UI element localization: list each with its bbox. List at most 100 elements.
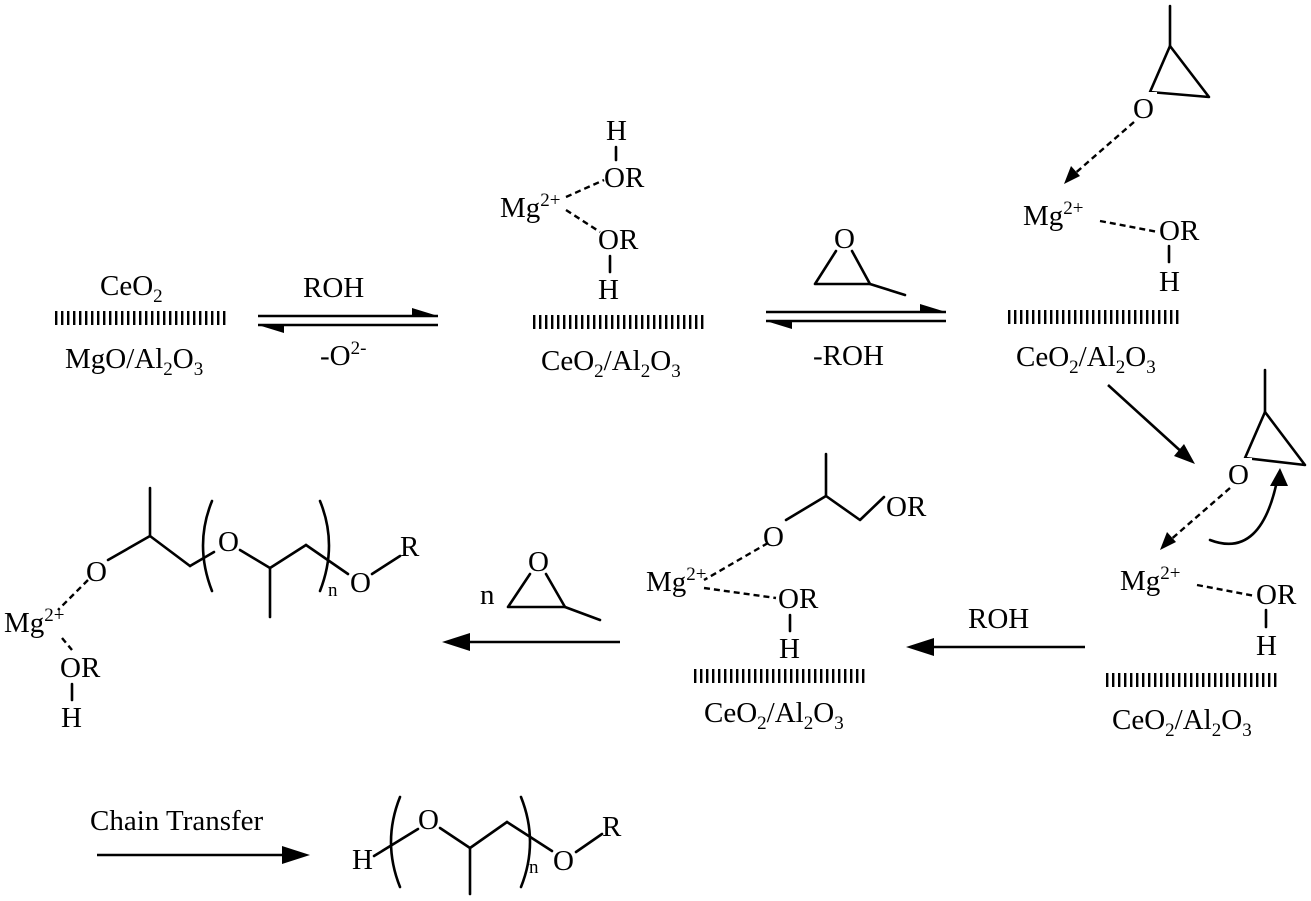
- propylene-oxide: O: [1226, 368, 1307, 491]
- bracket-left: [389, 795, 402, 889]
- epoxide-oxygen: O: [1133, 93, 1154, 125]
- methyl-bond: [563, 605, 602, 622]
- coordination-bond-1: [565, 178, 605, 199]
- attack-arrow-head: [1064, 166, 1080, 184]
- species-mg-roh-epoxide-approach: O Mg2+ OR H CeO2/Al2O3: [1008, 4, 1211, 378]
- bracket-right: [318, 499, 331, 593]
- propylene-oxide: O: [813, 223, 907, 297]
- label-knockout: [1226, 458, 1252, 486]
- h-atom: H: [1159, 266, 1180, 298]
- epoxide-ring: [506, 572, 567, 609]
- ceo2-label: CeO2: [100, 270, 163, 307]
- or-chain-end: OR: [886, 491, 927, 523]
- coordination-bond: [1099, 219, 1159, 234]
- arrow-head: [442, 633, 470, 651]
- o-r-bond: [370, 554, 402, 576]
- end-oxygen: O: [553, 845, 574, 877]
- dashed-attack-line: [1167, 487, 1231, 543]
- chain-segment-2: [188, 550, 216, 568]
- support-label: CeO2/Al2O3: [1112, 704, 1252, 741]
- reagent-roh: ROH: [303, 272, 364, 304]
- chain-transfer-label: Chain Transfer: [90, 805, 264, 837]
- h-atom: H: [779, 633, 800, 665]
- epoxide-oxygen: O: [834, 223, 855, 255]
- reaction-arrow-3: [1107, 384, 1195, 464]
- epoxide-oxygen: O: [528, 546, 549, 578]
- curved-electron-arrow: [1208, 474, 1280, 546]
- methyl-bond: [868, 282, 907, 297]
- or-group: OR: [1159, 215, 1200, 247]
- chain-segment: [505, 820, 554, 853]
- arrow-head: [1174, 444, 1195, 464]
- curved-arrow-head: [1270, 468, 1288, 486]
- or-group: OR: [778, 583, 819, 615]
- coordination-bond: [1196, 583, 1256, 598]
- r-group: R: [400, 531, 420, 563]
- epoxide-ring: [1148, 44, 1211, 99]
- h-atom: H: [61, 702, 82, 734]
- h-atom-1: H: [606, 115, 627, 147]
- coordination-bond-2: [61, 637, 73, 651]
- or-group-1: OR: [604, 162, 645, 194]
- arrow-head: [906, 638, 934, 656]
- repeat-oxygen: O: [418, 804, 439, 836]
- h-atom: H: [1256, 630, 1277, 662]
- or-group: OR: [1256, 579, 1297, 611]
- support-label: CeO2/Al2O3: [704, 697, 844, 734]
- h-o-bond: [372, 827, 420, 858]
- byproduct-o2minus: -O2-: [320, 338, 366, 372]
- species-polyether-product: H O n O R: [352, 795, 622, 896]
- bracket-left: [201, 499, 214, 593]
- species-mg-two-roh: Mg2+ H OR OR H CeO2/Al2O3: [500, 115, 706, 382]
- bracket-right: [519, 795, 532, 889]
- reagent-roh: ROH: [968, 603, 1029, 635]
- species-mg-epoxide-coordination: O Mg2+ OR H CeO2/Al2O3: [1106, 368, 1307, 741]
- mg-ion: Mg2+: [1023, 198, 1084, 232]
- or-group-2: OR: [598, 224, 639, 256]
- ether-oxygen: O: [763, 521, 784, 553]
- attack-arrow-head: [1160, 532, 1176, 550]
- repeat-backbone: [238, 543, 308, 570]
- reaction-arrow-7: Chain Transfer: [90, 805, 310, 864]
- mg-ion: Mg2+: [646, 564, 707, 598]
- coordination-bond-2: [565, 208, 601, 234]
- bound-oxygen: O: [86, 556, 107, 588]
- repeat-backbone: [438, 820, 509, 850]
- propylene-oxide: O: [506, 546, 602, 622]
- coordination-bond-1: [703, 541, 769, 582]
- equilibrium-arrow-1: ROH -O2-: [258, 272, 438, 372]
- epoxide-ring: [1243, 410, 1307, 467]
- epoxide-oxygen: O: [1228, 459, 1249, 491]
- arrow-forward-half-head: [920, 304, 946, 312]
- species-ring-opened-alkoxide: OR O Mg2+ OR H CeO2/Al2O3: [646, 452, 927, 734]
- arrow-head: [282, 846, 310, 864]
- arrow-reverse-half-head: [766, 321, 792, 329]
- reaction-arrow-6: n O: [442, 546, 620, 651]
- equilibrium-arrow-2: O -ROH: [766, 223, 946, 372]
- end-oxygen: O: [350, 567, 371, 599]
- r-group: R: [602, 811, 622, 843]
- reaction-arrow-5: ROH: [906, 603, 1085, 656]
- arrow-line: [1107, 384, 1186, 456]
- arrow-forward-half-head: [412, 308, 438, 316]
- label-knockout: [1131, 92, 1157, 120]
- repeat-oxygen: O: [218, 526, 239, 558]
- coordination-bond: [57, 579, 89, 611]
- chain-segment-1: [106, 534, 192, 568]
- epoxide-ring: [813, 249, 872, 286]
- support-label: CeO2/Al2O3: [541, 345, 681, 382]
- h-atom-2: H: [598, 274, 619, 306]
- coefficient-n: n: [480, 579, 495, 611]
- species-ceo2-on-mgo-al2o3: CeO2 MgO/Al2O3: [55, 270, 228, 380]
- arrow-reverse-half-head: [258, 325, 284, 333]
- or-group: OR: [60, 652, 101, 684]
- dashed-attack-line: [1071, 121, 1135, 177]
- byproduct-roh: -ROH: [813, 340, 884, 372]
- support-label: MgO/Al2O3: [65, 343, 203, 380]
- repeat-count-n: n: [328, 580, 338, 601]
- coordination-bond-2: [703, 586, 777, 600]
- h-end: H: [352, 844, 373, 876]
- support-label: CeO2/Al2O3: [1016, 341, 1156, 378]
- mg-ion: Mg2+: [4, 605, 65, 639]
